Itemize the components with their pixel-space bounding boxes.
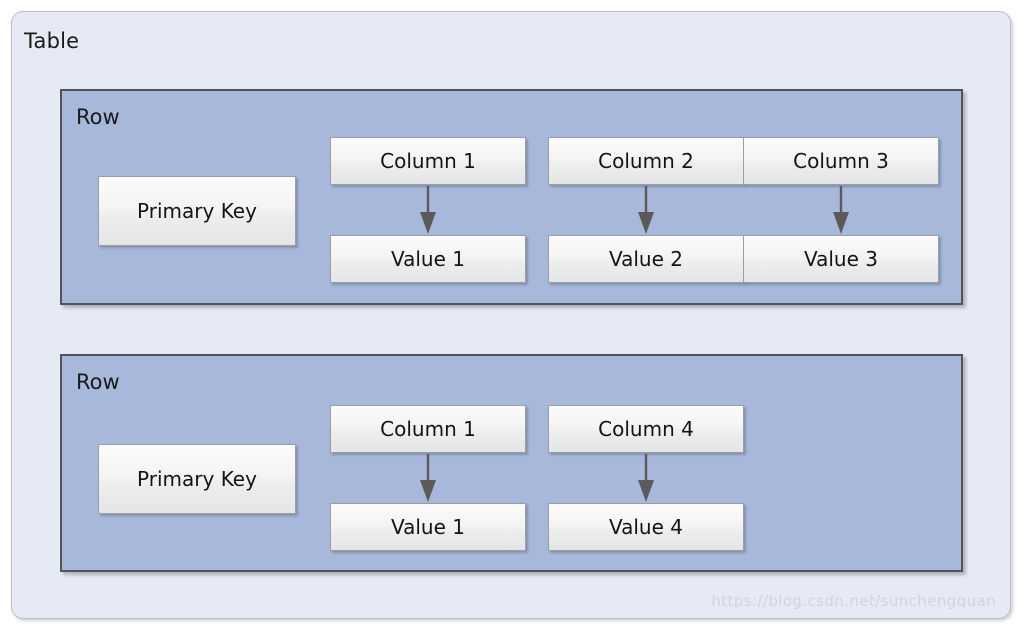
value-node: Value 4	[548, 503, 744, 551]
row-box-2: Row Primary Key Column 1 Value 1 Column …	[60, 354, 963, 572]
row-label: Row	[76, 105, 120, 129]
column-node: Column 1	[330, 405, 526, 453]
watermark-text: https://blog.csdn.net/sunchengquan	[711, 592, 996, 610]
arrow-down-icon	[417, 186, 439, 236]
column-node: Column 4	[548, 405, 744, 453]
value-node: Value 1	[330, 503, 526, 551]
column-node: Column 1	[330, 137, 526, 185]
table-label: Table	[24, 29, 80, 53]
primary-key-node: Primary Key	[98, 176, 296, 246]
primary-key-node: Primary Key	[98, 444, 296, 514]
arrow-down-icon	[635, 186, 657, 236]
row-label: Row	[76, 370, 120, 394]
arrow-down-icon	[635, 454, 657, 504]
arrow-down-icon	[417, 454, 439, 504]
value-node: Value 3	[743, 235, 939, 283]
column-node: Column 3	[743, 137, 939, 185]
column-node: Column 2	[548, 137, 744, 185]
value-node: Value 2	[548, 235, 744, 283]
value-node: Value 1	[330, 235, 526, 283]
arrow-down-icon	[830, 186, 852, 236]
table-container: Table Row Primary Key Column 1 Value 1 C…	[11, 11, 1011, 619]
row-box-1: Row Primary Key Column 1 Value 1 Column …	[60, 89, 963, 305]
